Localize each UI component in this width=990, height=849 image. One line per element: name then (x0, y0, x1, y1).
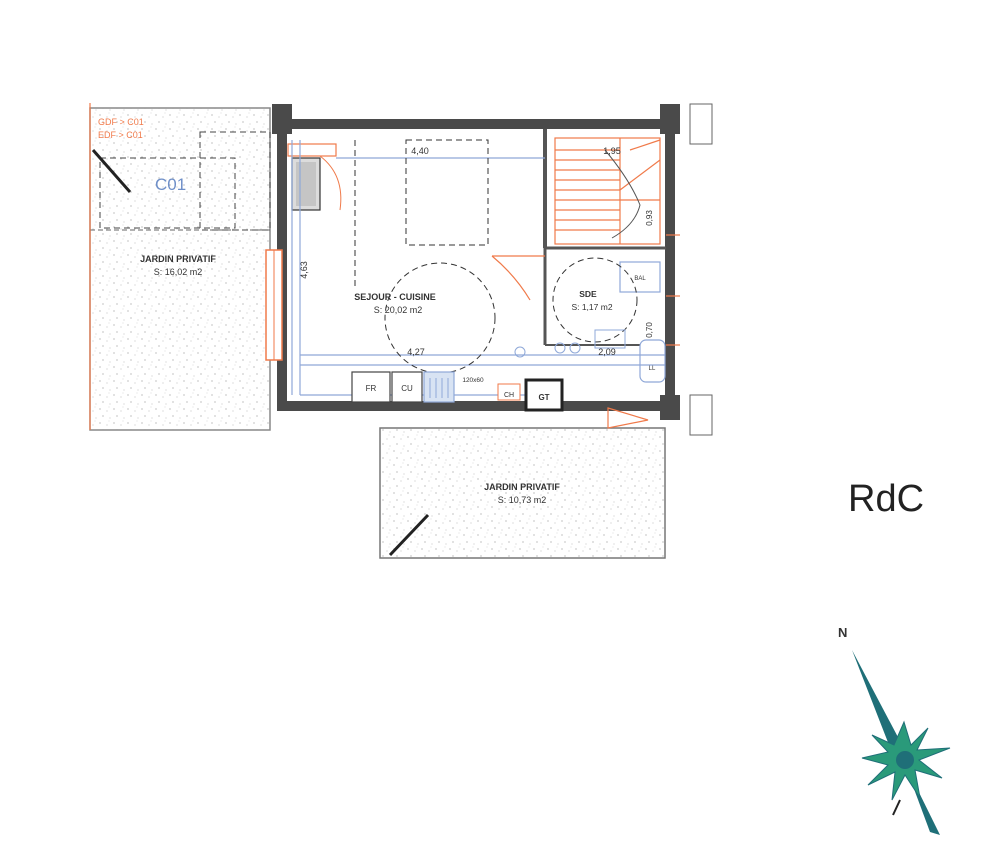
dim-stair-small: 0,93 (645, 210, 654, 226)
fridge-box (351, 371, 391, 403)
level-label: RdC (848, 478, 925, 520)
living-name: SEJOUR - CUISINE (354, 292, 436, 302)
cooker-box (391, 371, 423, 403)
header-code-gdf: GDF > C01 (98, 117, 144, 127)
unit-code: C01 (155, 175, 186, 194)
garden-left-name: JARDIN PRIVATIF (140, 254, 216, 264)
ballon-label: BAL (634, 276, 646, 282)
compass-north-letter: N (838, 625, 847, 640)
dim-bottom-living: 4,27 (407, 347, 425, 357)
garden-left (89, 103, 271, 431)
dim-top-stairs: 1,95 (603, 146, 621, 156)
dim-bath-side: 0,70 (645, 322, 654, 338)
gate-left (91, 149, 132, 193)
tech-duct-label: GT (538, 393, 549, 402)
stairs (554, 137, 661, 245)
orange-details (491, 234, 680, 429)
blue-lines (291, 140, 666, 396)
dim-bath-width: 2,09 (598, 347, 616, 357)
compass-rose: N (838, 625, 951, 835)
heater-label: CH (504, 392, 514, 399)
sink-width-label: 120x60 (462, 377, 484, 384)
dim-left-height: 4,63 (299, 261, 309, 279)
tech-duct-box (524, 378, 564, 412)
bathroom-area: S: 1,17 m2 (571, 302, 612, 312)
garden-bottom-name: JARDIN PRIVATIF (484, 482, 560, 492)
dim-top-living: 4,40 (411, 146, 429, 156)
header-code-edf: EDF > C01 (98, 130, 143, 140)
building-walls (265, 103, 713, 436)
living-area: S: 20,02 m2 (374, 305, 423, 315)
gate-bottom (388, 513, 430, 557)
garden-bottom (379, 427, 666, 559)
fridge-label: FR (366, 384, 377, 393)
sink-box (423, 371, 455, 403)
kitchen (351, 329, 626, 412)
garden-bottom-area: S: 10,73 m2 (498, 495, 547, 505)
washer-label: LL (649, 366, 656, 372)
cooker-label: CU (401, 384, 413, 393)
bathroom-name: SDE (579, 289, 597, 299)
garden-left-area: S: 16,02 m2 (154, 267, 203, 277)
dashed-layout (354, 139, 638, 374)
compass-needle-north (852, 650, 910, 768)
